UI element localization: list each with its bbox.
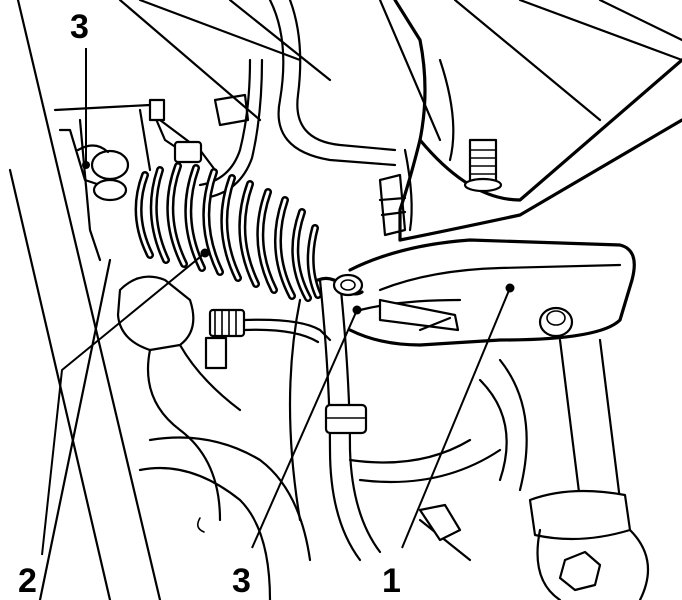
callout-3-top: 3 [70,8,89,46]
stud-bolt-icon [463,138,503,193]
callout-1: 1 [382,562,401,600]
coil-spring [134,162,364,302]
leader-lines [41,48,515,556]
cable-guide-and-fitting [116,275,332,600]
top-left-bracket [53,98,217,262]
pipes [198,0,407,237]
body-frame-lines [8,0,682,600]
callout-3-bottom: 3 [232,562,251,600]
callout-2: 2 [18,562,37,600]
shock-absorber [528,338,650,600]
housing-panel [393,0,682,242]
lever-arm [348,238,636,347]
hoses [288,278,528,562]
